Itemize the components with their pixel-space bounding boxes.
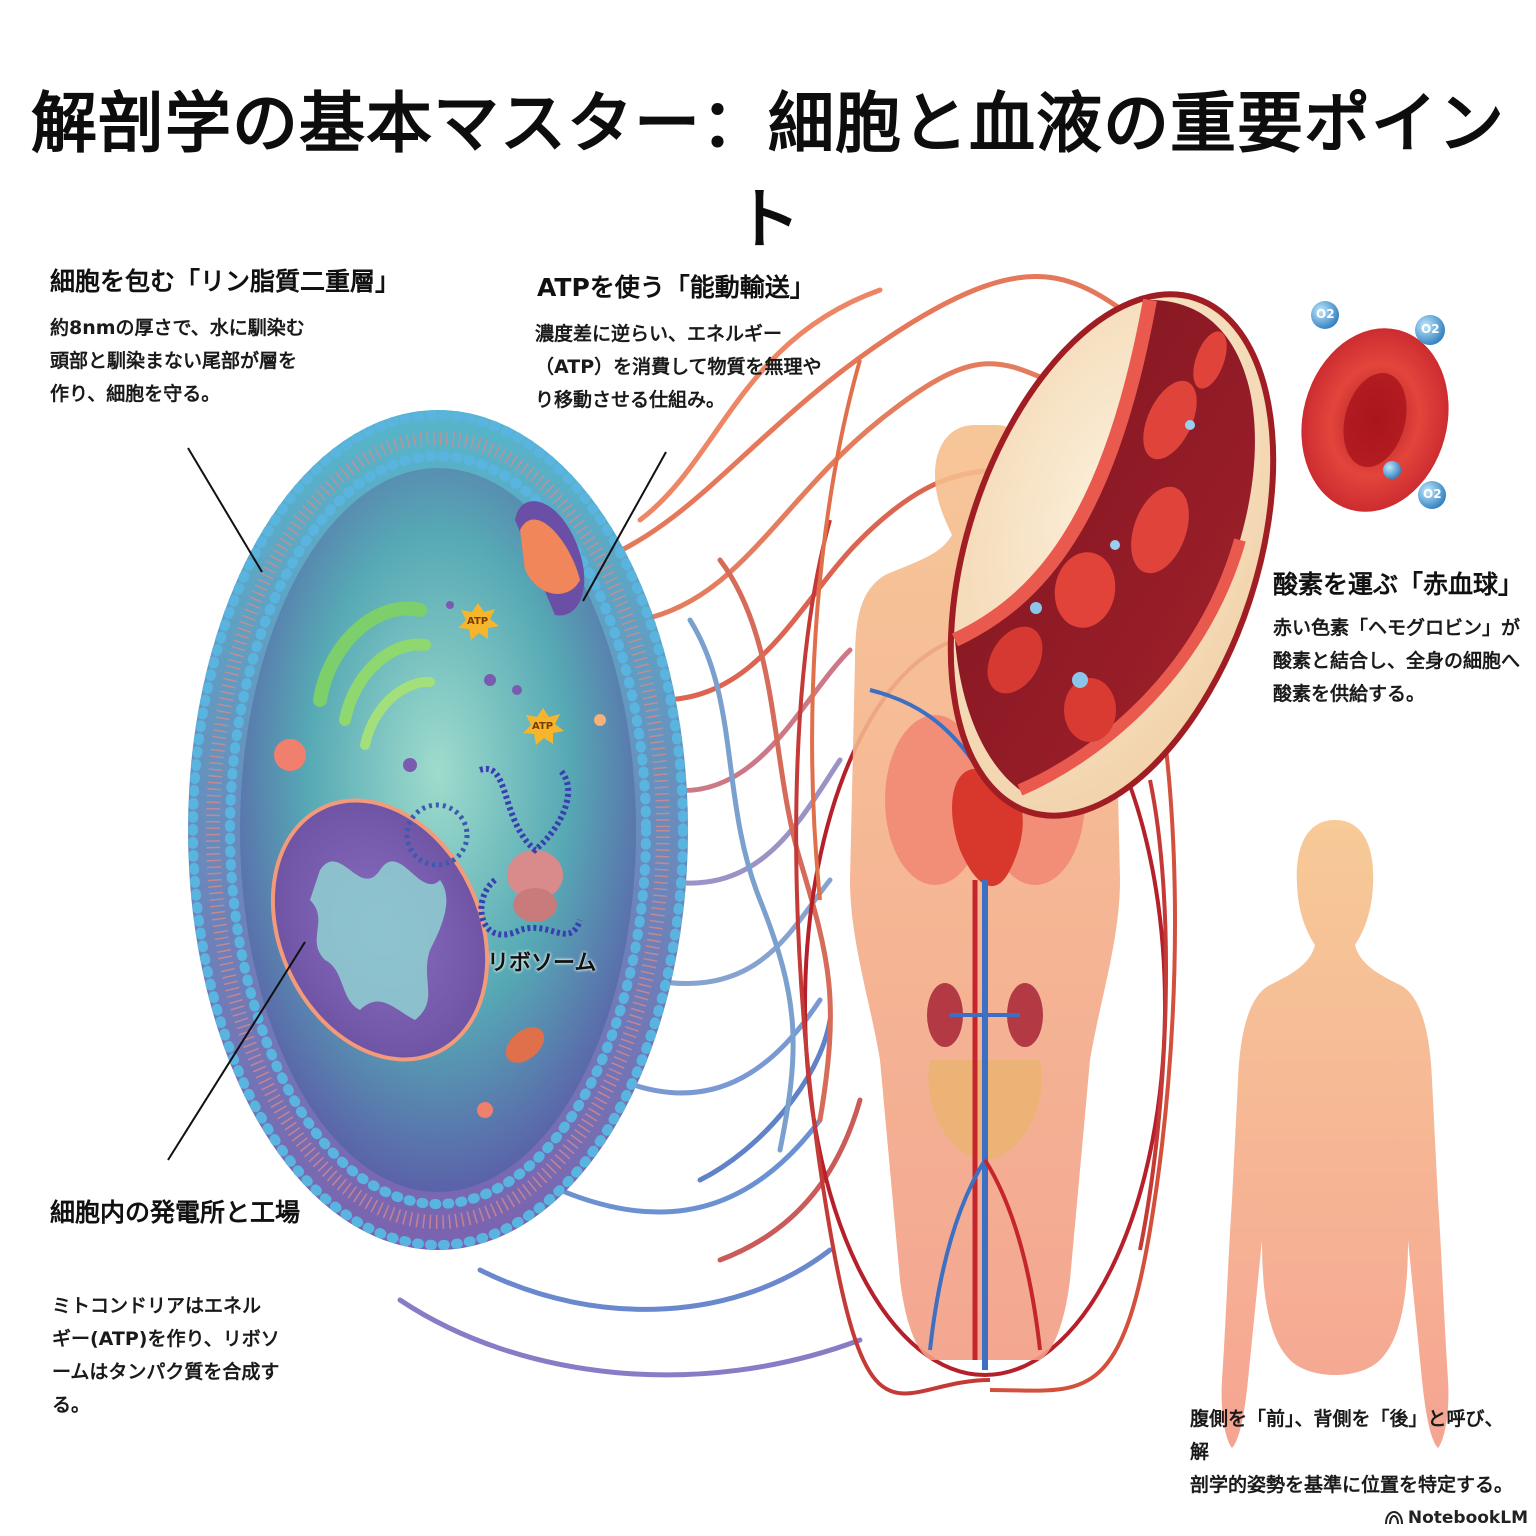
page-title: 解剖学の基本マスター：細胞と血液の重要ポイント: [31, 85, 1505, 258]
atp-star-icon-2: [523, 708, 564, 745]
anatomical-position-line: 腹側を「前」、背側を「後」と呼び、解: [1190, 1408, 1504, 1463]
active-transport-heading: ATPを使う「能動輸送」: [537, 273, 815, 302]
organelles-text: ミトコンドリアはエネル ギー(ATP)を作り、リボソ ームはタンパク質を合成す …: [52, 1290, 312, 1422]
notebooklm-logo-icon: [1384, 1511, 1403, 1525]
vessel-network: [397, 274, 1153, 1378]
active-transport-text: 濃度差に逆らい、エネルギー （ATP）を消費して物質を無理や り移動させる仕組み…: [535, 318, 855, 417]
transport-protein: [515, 501, 585, 616]
membrane-line: 作り、細胞を守る。: [50, 383, 221, 405]
oxygen-label: O2: [1316, 307, 1335, 321]
active-transport-line: り移動させる仕組み。: [535, 389, 726, 411]
membrane-line: 頭部と馴染まない尾部が層を: [50, 350, 298, 372]
golgi-apparatus: [313, 601, 435, 750]
organelles-heading: 細胞内の発電所と工場: [50, 1198, 301, 1227]
oxygen-label-3: O2: [1423, 487, 1442, 501]
membrane-line: 約8nmの厚さで、水に馴染む: [50, 317, 305, 339]
ribosome-figure: [404, 765, 583, 938]
anatomical-position-text: 腹側を「前」、背側を「後」と呼び、解 剖学的姿勢を基準に位置を特定する。: [1190, 1403, 1520, 1502]
oxygen-bubble-icon: [1311, 301, 1446, 509]
organelles-line: る。: [52, 1394, 91, 1416]
membrane-text: 約8nmの厚さで、水に馴染む 頭部と馴染まない尾部が層を 作り、細胞を守る。: [50, 312, 370, 411]
membrane-heading: 細胞を包む「リン脂質二重層」: [50, 267, 401, 296]
blood-vessel-zoom: [947, 291, 1277, 819]
ribosome-label: リボソーム: [487, 951, 597, 976]
anatomical-position-line: 剖学的姿勢を基準に位置を特定する。: [1190, 1474, 1514, 1496]
organelles-line: ギー(ATP)を作り、リボソ: [52, 1328, 280, 1350]
oxygen-label-2: O2: [1421, 322, 1440, 336]
body-outer-vessels: [794, 359, 1177, 1396]
active-transport-line: （ATP）を消費して物質を無理や: [535, 356, 822, 378]
atp-star-icon: [458, 603, 499, 640]
organelles-line: ームはタンパク質を合成す: [52, 1361, 280, 1383]
red-blood-cell-line: 赤い色素「ヘモグロビン」が: [1273, 617, 1521, 639]
organelles-line: ミトコンドリアはエネル: [52, 1295, 262, 1317]
active-transport-line: 濃度差に逆らい、エネルギー: [535, 323, 783, 345]
red-blood-cell-line: 酸素を供給する。: [1273, 683, 1426, 705]
brand-name: NotebookLM: [1407, 1508, 1528, 1528]
red-blood-cell-heading: 酸素を運ぶ「赤血球」: [1273, 570, 1524, 599]
atp-label: ATP: [467, 616, 489, 627]
red-blood-cell-text: 赤い色素「ヘモグロビン」が 酸素と結合し、全身の細胞へ 酸素を供給する。: [1273, 612, 1523, 711]
brand-watermark: NotebookLM: [1384, 1508, 1528, 1528]
red-blood-cell-line: 酸素と結合し、全身の細胞へ: [1273, 650, 1521, 672]
cell-diagram: [188, 410, 688, 1250]
atp-label-2: ATP: [532, 721, 554, 732]
body-silhouette-back: [1221, 820, 1449, 1448]
red-blood-cell-icon: [1301, 328, 1449, 512]
leader-lines: [167, 447, 667, 1161]
